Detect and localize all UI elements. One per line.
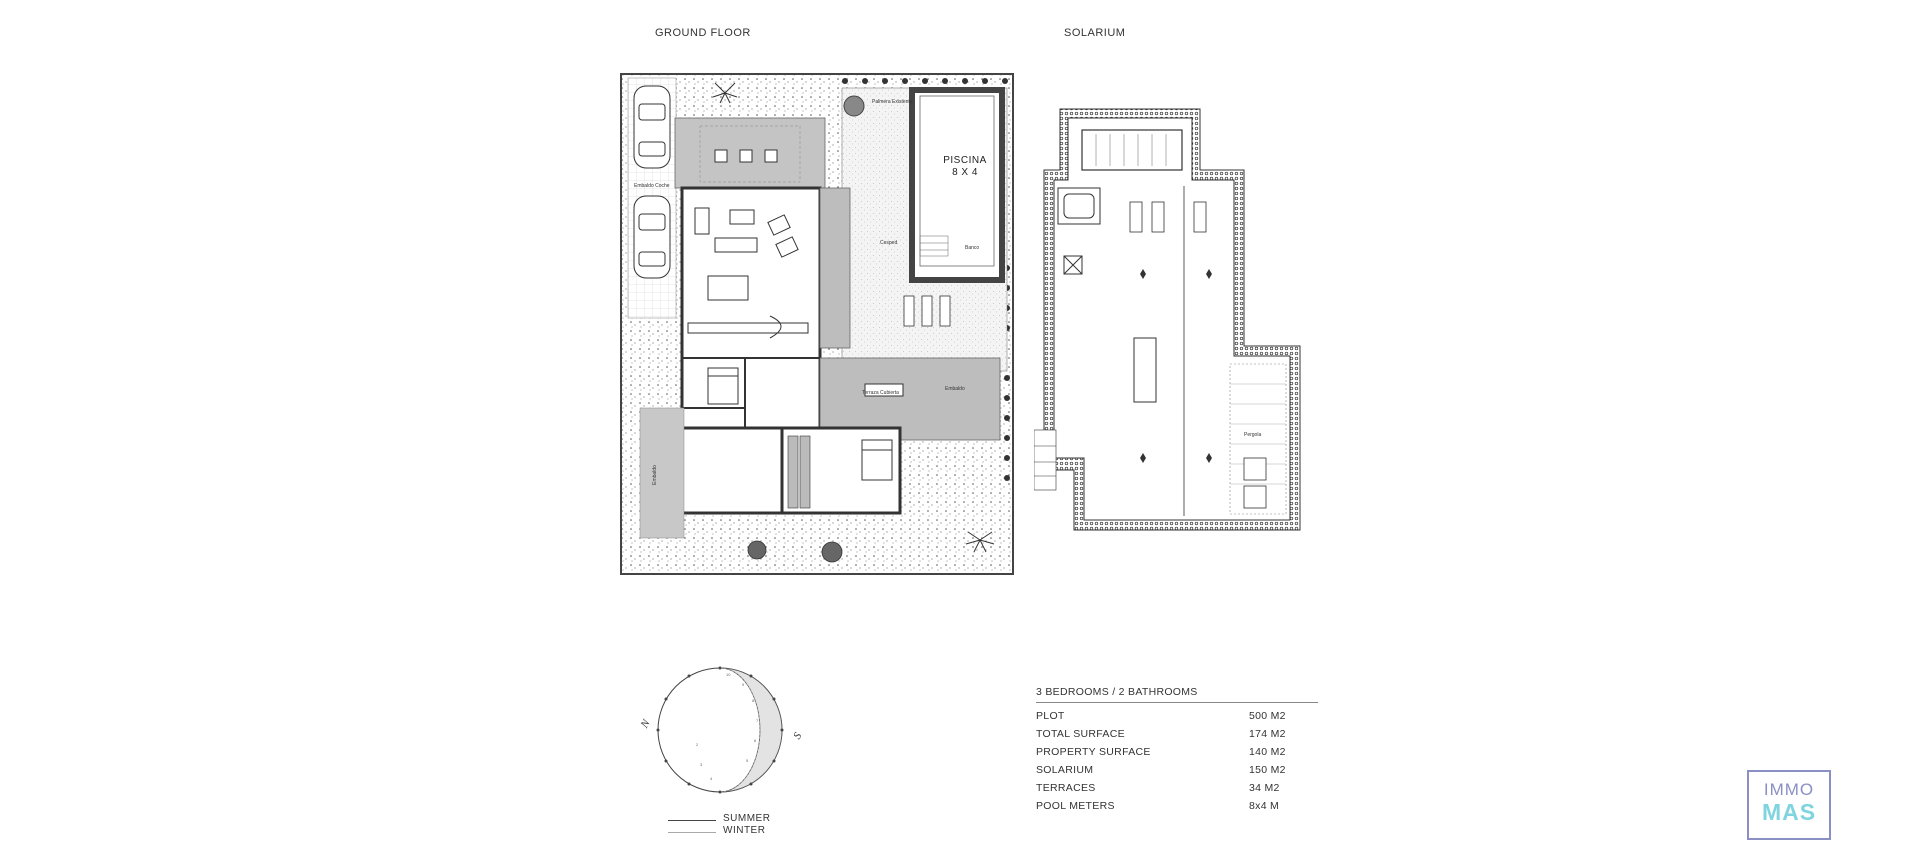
spec-row: PLOT 500 M2 [1036,710,1318,728]
svg-text:3: 3 [700,762,703,767]
pool-label: PISCINA 8 X 4 [943,155,987,178]
car-icon-2 [633,195,671,279]
property-specs: 3 BEDROOMS / 2 BATHROOMS PLOT 500 M2 TOT… [1036,686,1318,818]
svg-text:10: 10 [726,672,731,677]
spec-value: 8x4 M [1249,800,1280,812]
side-paving-label: Embaldo [651,465,658,485]
specs-title: 3 BEDROOMS / 2 BATHROOMS [1036,686,1318,703]
paving-label: Embaldo [945,386,965,392]
summer-line [668,820,716,821]
spec-row: PROPERTY SURFACE 140 M2 [1036,746,1318,764]
spec-label: TOTAL SURFACE [1036,728,1125,740]
spec-value: 174 M2 [1249,728,1286,740]
spec-value: 140 M2 [1249,746,1286,758]
svg-text:6: 6 [754,738,757,743]
spec-value: 500 M2 [1249,710,1286,722]
legend-winter: WINTER [723,825,766,836]
svg-text:7: 7 [756,718,759,723]
spec-row: SOLARIUM 150 M2 [1036,764,1318,782]
spec-label: SOLARIUM [1036,764,1094,776]
spec-value: 34 M2 [1249,782,1280,794]
spec-label: PLOT [1036,710,1065,722]
sun-path-diagram: 10 9 8 7 6 5 4 3 2 [656,666,784,794]
winter-line [668,832,716,833]
logo-line-1: IMMO [1763,780,1815,799]
solarium-heading: SOLARIUM [1064,27,1126,39]
logo-line-2: MAS [1761,799,1817,825]
svg-text:4: 4 [710,776,713,781]
carport-label: Embaldo Coche [634,183,670,189]
spec-row: POOL METERS 8x4 M [1036,800,1318,818]
pergola-label: Pergola [1244,432,1262,438]
spec-value: 150 M2 [1249,764,1286,776]
ground-floor-heading: GROUND FLOOR [655,27,751,39]
palm-label: Palmera Existente [872,99,913,105]
spec-label: PROPERTY SURFACE [1036,746,1151,758]
solarium-plan [1034,108,1301,531]
lawn-label: Cesped [880,240,898,246]
bench-label: Banco [965,245,980,251]
legend-summer: SUMMER [723,813,771,824]
spec-label: TERRACES [1036,782,1096,794]
svg-text:9: 9 [742,682,745,687]
covered-terrace-label: Terraza Cubierta [862,390,899,396]
immomas-logo: IMMO MAS [1747,770,1831,840]
svg-text:8: 8 [752,698,755,703]
spec-label: POOL METERS [1036,800,1115,812]
spec-row: TERRACES 34 M2 [1036,782,1318,800]
ground-floor-plan [620,73,1014,575]
spec-row: TOTAL SURFACE 174 M2 [1036,728,1318,746]
svg-text:5: 5 [746,758,749,763]
svg-text:2: 2 [696,742,699,747]
car-icon-1 [633,85,671,169]
